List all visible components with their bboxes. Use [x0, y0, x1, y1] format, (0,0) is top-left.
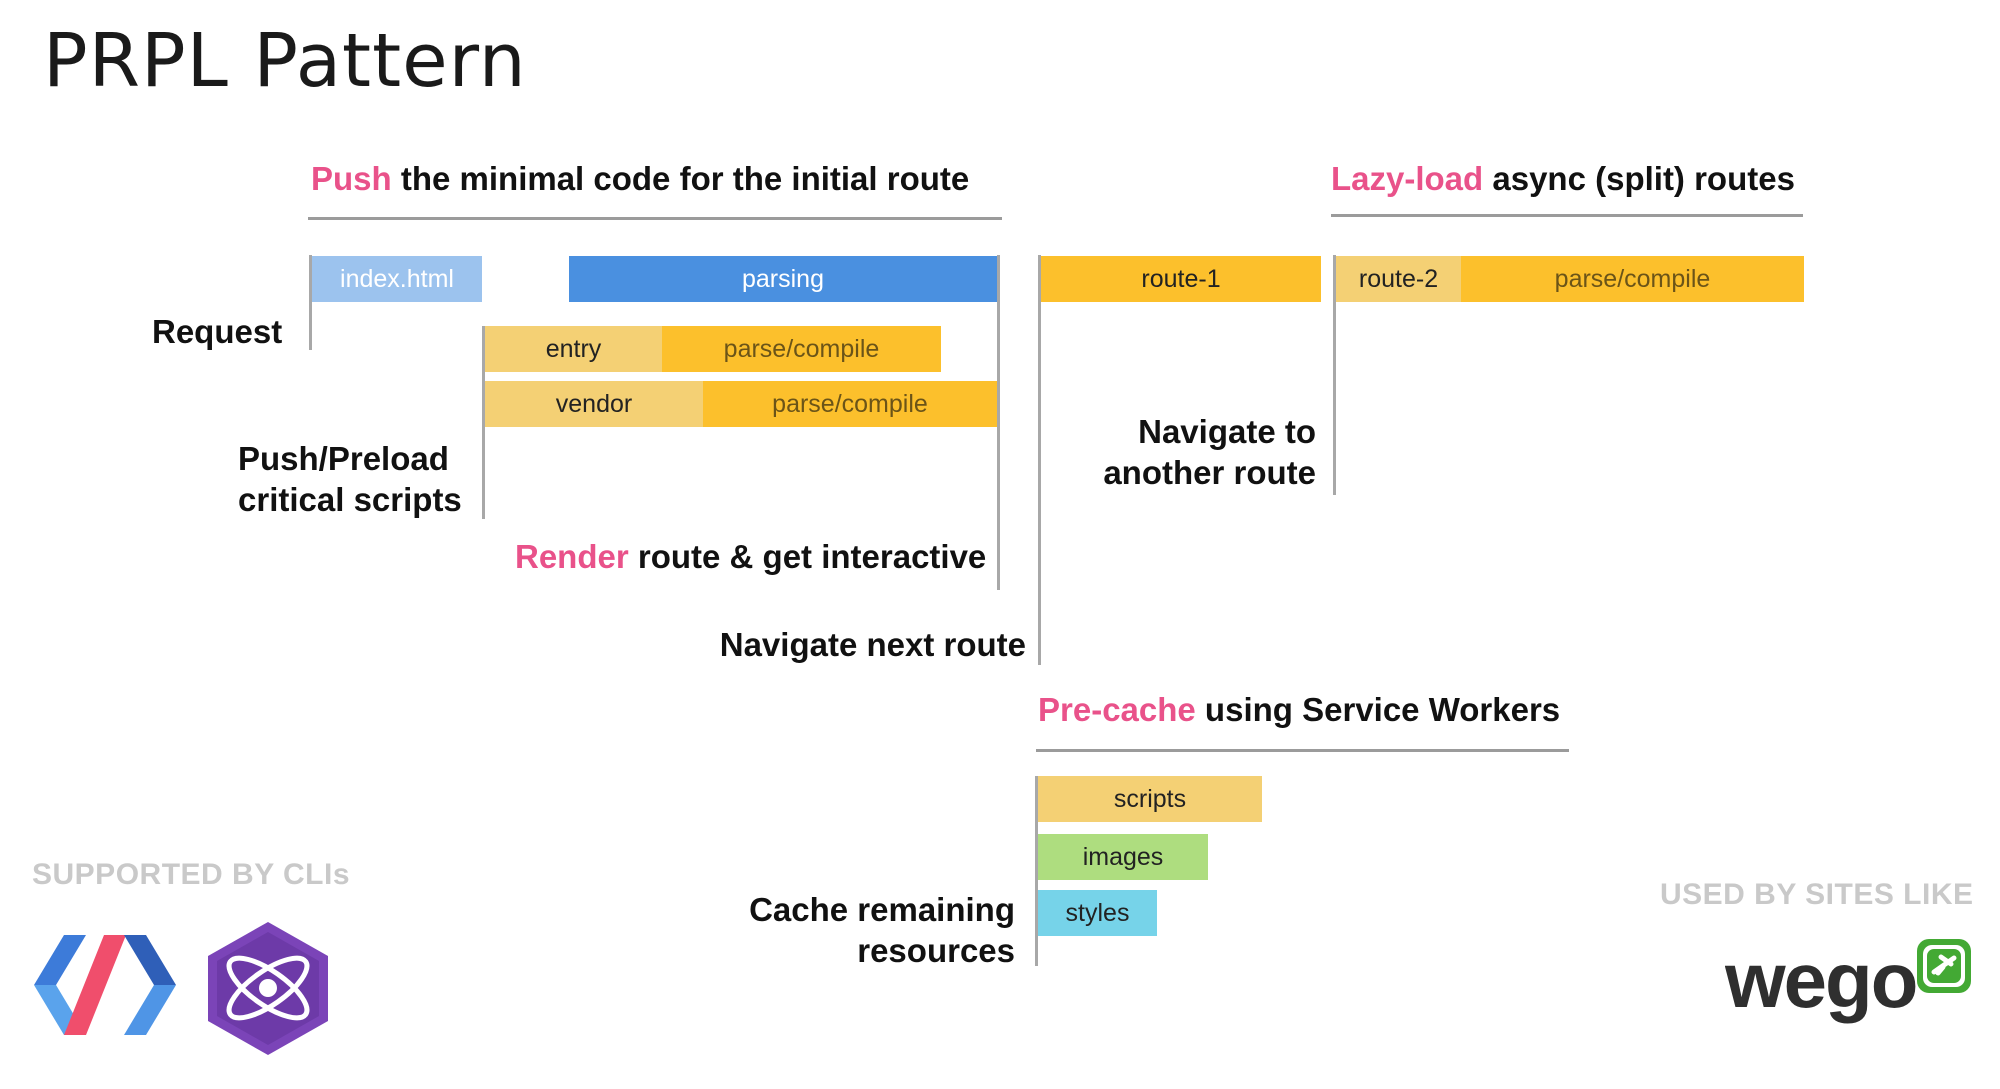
heading-pre-cache: Pre-cache using Service Workers	[1038, 691, 1560, 729]
heading-push: Push the minimal code for the initial ro…	[311, 160, 969, 198]
heading-pre-cache-accent: Pre-cache	[1038, 691, 1196, 728]
cache-remaining-line-1: Cache remaining	[749, 891, 1015, 928]
navigate-another-line-1: Navigate to	[1138, 413, 1316, 450]
push-preload-label: Push/Preload critical scripts	[238, 438, 462, 520]
supported-by-label: SUPPORTED BY CLIs	[32, 858, 351, 891]
heading-push-underline	[308, 217, 1002, 220]
preact-cli-logo-icon	[208, 922, 328, 1055]
cache-remaining-label: Cache remaining resources	[700, 889, 1015, 971]
entry-bar: entry	[485, 326, 662, 372]
entry-compile-bar: parse/compile	[662, 326, 941, 372]
navigate-next-label: Navigate next route	[719, 626, 1026, 663]
navigate-another-line-2: another route	[1103, 454, 1316, 491]
images-bar: images	[1038, 834, 1208, 880]
heading-push-accent: Push	[311, 160, 392, 197]
vendor-label: vendor	[555, 389, 633, 418]
cache-remaining-line-2: resources	[857, 932, 1015, 969]
navigate-another-label: Navigate to another route	[1060, 411, 1316, 493]
heading-push-rest: the minimal code for the initial route	[391, 160, 970, 197]
cache-timeline	[1035, 776, 1038, 966]
heading-lazy-rest: async (split) routes	[1483, 160, 1795, 197]
styles-bar: styles	[1038, 890, 1157, 936]
vendor-compile-label: parse/compile	[772, 389, 928, 418]
wego-logo-text: wego	[1725, 936, 1916, 1024]
navigate-another-timeline	[1333, 255, 1336, 495]
push-preload-line-1: Push/Preload	[238, 440, 449, 477]
heading-render-rest: route & get interactive	[628, 538, 987, 575]
route-2-label: route-2	[1358, 264, 1439, 293]
route-1-label: route-1	[1141, 264, 1221, 293]
route-1-bar: route-1	[1041, 256, 1321, 302]
entry-label: entry	[545, 334, 602, 363]
polymer-logo-icon	[34, 935, 176, 1035]
vendor-compile-bar: parse/compile	[703, 381, 997, 427]
heading-lazy-accent: Lazy-load	[1331, 160, 1484, 197]
heading-pre-cache-rest: using Service Workers	[1195, 691, 1561, 728]
push-preload-line-2: critical scripts	[238, 481, 462, 518]
vendor-bar: vendor	[485, 381, 703, 427]
heading-pre-cache-underline	[1036, 749, 1569, 752]
render-timeline	[997, 255, 1000, 590]
index-html-bar: index.html	[312, 256, 482, 302]
heading-lazy-underline	[1331, 214, 1803, 217]
page-title: PRPL Pattern	[43, 18, 527, 104]
styles-label: styles	[1065, 898, 1130, 927]
route-2-compile-bar: parse/compile	[1461, 256, 1804, 302]
route-2-compile-label: parse/compile	[1554, 264, 1711, 293]
parsing-bar: parsing	[569, 256, 997, 302]
request-label: Request	[152, 313, 283, 350]
heading-render-accent: Render	[515, 538, 629, 575]
parsing-label: parsing	[742, 264, 824, 293]
route-2-bar: route-2	[1336, 256, 1461, 302]
used-by-label: USED BY SITES LIKE	[1660, 878, 1974, 911]
index-html-label: index.html	[340, 264, 454, 293]
navigate-next-timeline	[1038, 255, 1041, 665]
scripts-bar: scripts	[1038, 776, 1262, 822]
request-timeline	[309, 255, 312, 350]
push-preload-timeline	[482, 326, 485, 519]
wego-logo-icon: wego	[1725, 936, 1971, 1024]
heading-render: Render route & get interactive	[515, 538, 986, 576]
heading-lazy-load: Lazy-load async (split) routes	[1331, 160, 1795, 198]
scripts-label: scripts	[1113, 784, 1187, 813]
entry-compile-label: parse/compile	[723, 334, 880, 363]
images-label: images	[1082, 842, 1164, 871]
